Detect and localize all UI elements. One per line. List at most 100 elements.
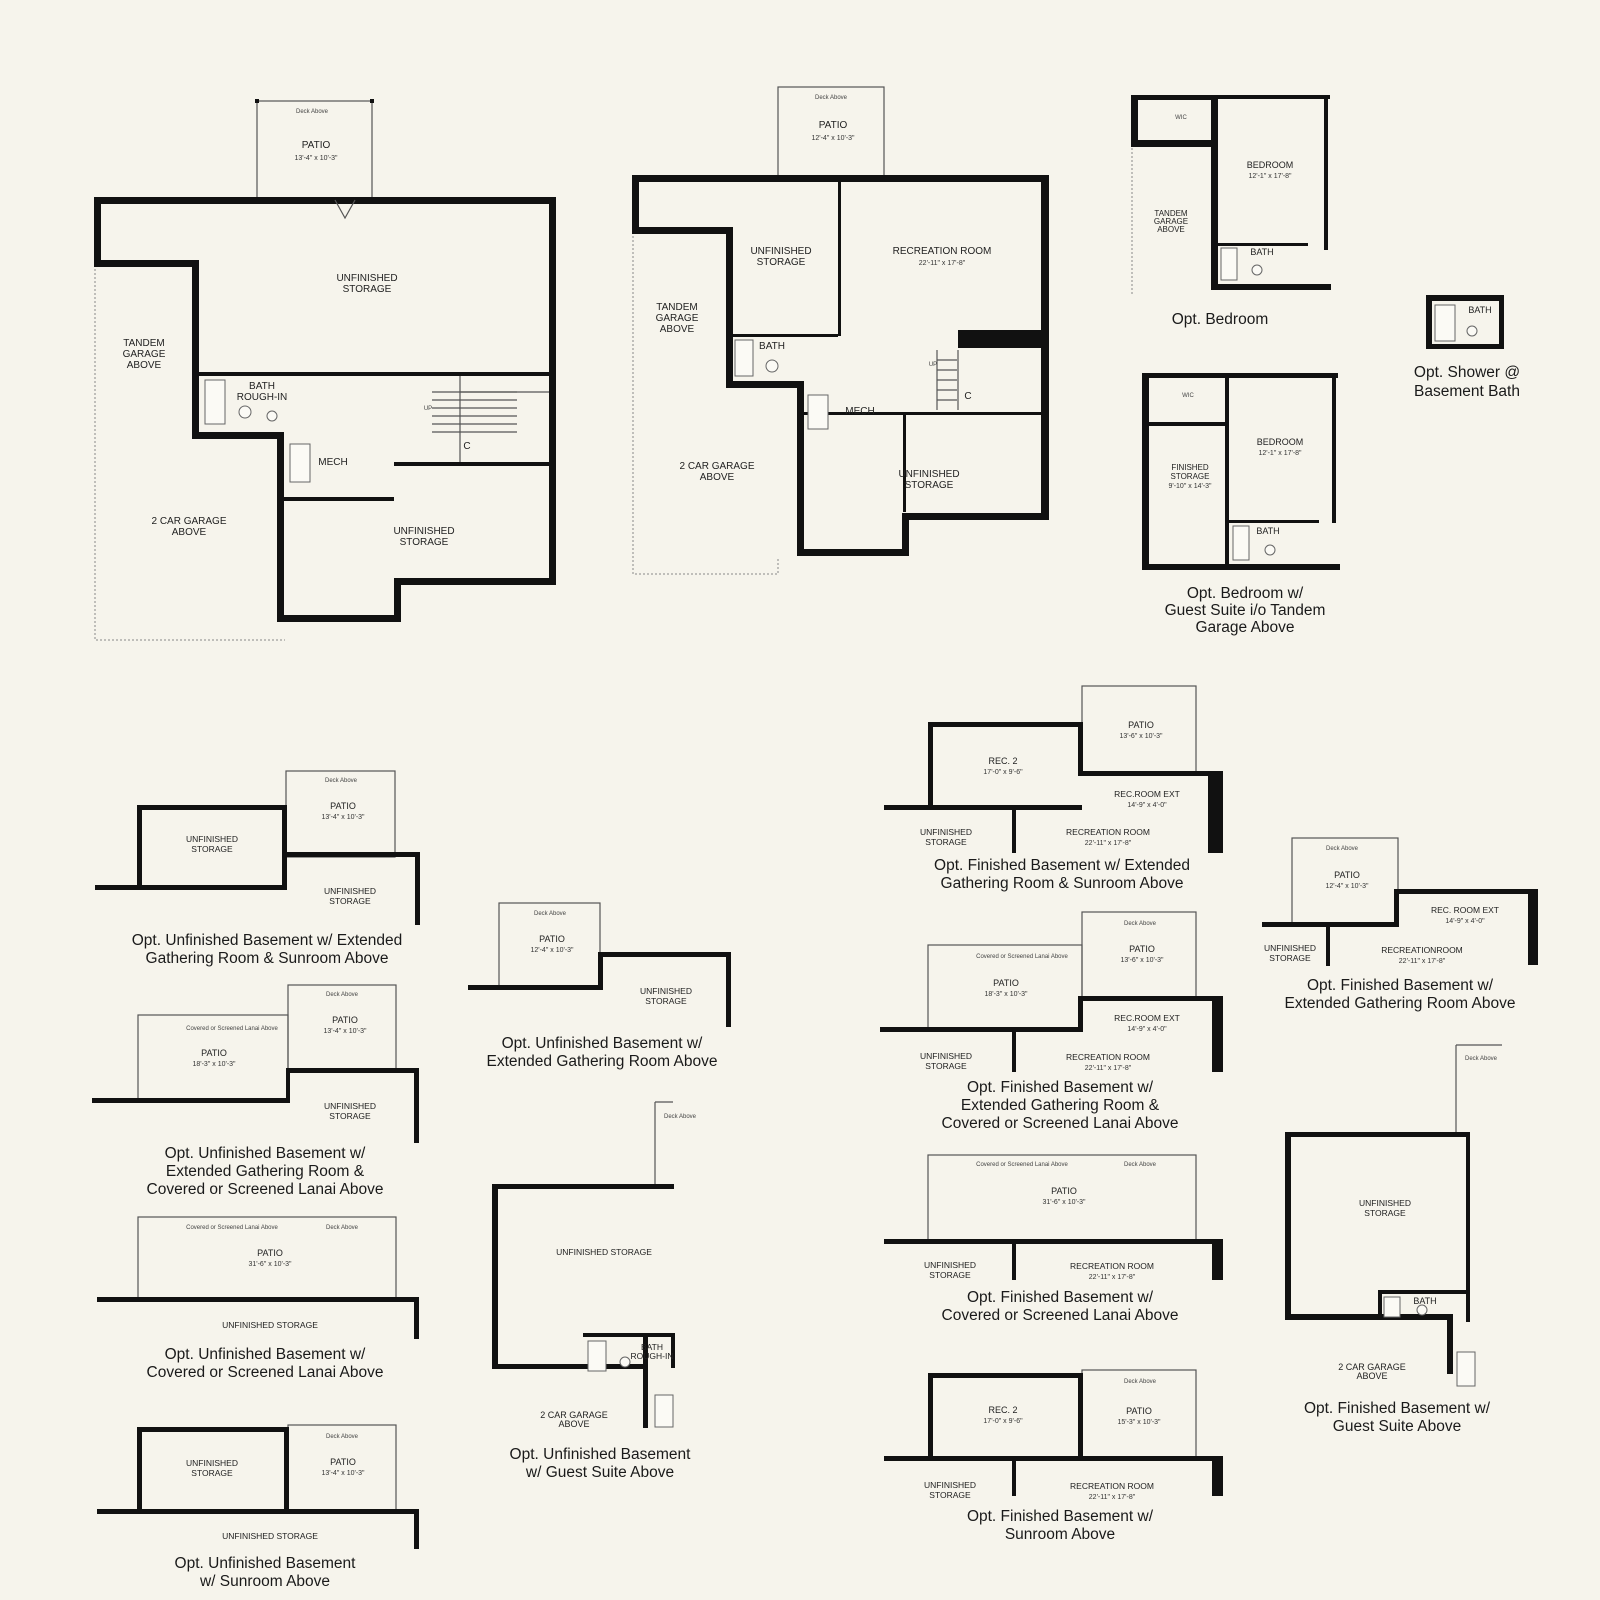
recreation-room-label: RECREATION ROOM [1066, 1052, 1150, 1062]
tandem-garage-label: ABOVE [127, 360, 162, 371]
caption-unf-ext-lanai: Opt. Unfinished Basement w/ [165, 1145, 366, 1162]
caption-opt-bedroom-suite: Guest Suite i/o Tandem [1165, 602, 1326, 619]
tandem-garage-label: GARAGE [656, 313, 699, 324]
caption-unf-lanai: Covered or Screened Lanai Above [147, 1364, 384, 1381]
storage-label: UNFINISHED [324, 1101, 376, 1111]
deck-above-label: Deck Above [534, 911, 567, 917]
storage-label: STORAGE [757, 257, 806, 268]
deck-above-label: Deck Above [326, 1225, 359, 1231]
storage-label: UNFINISHED STORAGE [222, 1320, 318, 1330]
patio-dimensions: 13'-6" x 10'-3" [1119, 733, 1163, 740]
storage-label: UNFINISHED STORAGE [556, 1247, 652, 1257]
bedroom-label: BEDROOM [1257, 437, 1304, 447]
storage-label: UNFINISHED [186, 834, 238, 844]
deck-above-label: Deck Above [1465, 1056, 1498, 1062]
patio-dimensions: 31'-6" x 10'-3" [1042, 1199, 1086, 1206]
deck-above-label: Deck Above [664, 1114, 697, 1120]
tandem-garage-label: ABOVE [1157, 225, 1185, 234]
tandem-garage-label: TANDEM [656, 302, 697, 313]
storage-label: STORAGE [929, 1490, 971, 1500]
rec-ext-dimensions: 14'-9" x 4'-0" [1127, 1026, 1167, 1033]
recreation-room-label: RECREATION ROOM [1066, 827, 1150, 837]
patio-dimensions: 13'-4" x 10'-3" [321, 814, 365, 821]
lanai-label: Covered or Screened Lanai Above [186, 1026, 278, 1032]
rec2-label: REC. 2 [988, 1405, 1017, 1415]
recreation-room-dimensions: 22'-11" x 17'-8" [1085, 840, 1132, 847]
rec-ext-label: REC. ROOM EXT [1431, 905, 1499, 915]
bath-label: ROUGH-IN [237, 392, 288, 403]
caption-fin-ext-sunroom: Gathering Room & Sunroom Above [941, 875, 1184, 892]
mech-label: MECH [845, 406, 874, 417]
finished-storage-label: STORAGE [1171, 472, 1210, 481]
patio-label: PATIO [257, 1248, 283, 1258]
patio-label: PATIO [330, 801, 356, 811]
patio-dimensions: 18'-3" x 10'-3" [192, 1061, 236, 1068]
storage-label: STORAGE [1364, 1208, 1406, 1218]
caption-unf-ext-sunroom: Opt. Unfinished Basement w/ Extended [132, 932, 403, 949]
deck-above-label: Deck Above [325, 778, 358, 784]
patio-dimensions: 15'-3" x 10'-3" [1117, 1419, 1161, 1426]
stair-up-label: UP [929, 362, 937, 368]
garage-label: ABOVE [558, 1419, 589, 1429]
caption-fin-sunroom: Opt. Finished Basement w/ [967, 1508, 1154, 1525]
caption-unf-guest-suite: w/ Guest Suite Above [525, 1464, 674, 1481]
storage-label: STORAGE [329, 896, 371, 906]
caption-unf-ext-lanai: Covered or Screened Lanai Above [147, 1181, 384, 1198]
deck-above-label: Deck Above [815, 95, 848, 101]
storage-label: STORAGE [929, 1270, 971, 1280]
unfinished-ext-lanai-plan: Covered or Screened Lanai Above Deck Abo… [92, 984, 419, 1198]
garage-label: 2 CAR GARAGE [1338, 1362, 1406, 1372]
caption-unf-guest-suite: Opt. Unfinished Basement [510, 1446, 692, 1463]
rec-ext-dimensions: 14'-9" x 4'-0" [1127, 802, 1167, 809]
caption-fin-ext-sunroom: Opt. Finished Basement w/ Extended [934, 857, 1190, 874]
caption-unf-sunroom: Opt. Unfinished Basement [175, 1555, 357, 1572]
opt-bedroom-guest-suite-plan: WIC FINISHED STORAGE 9'-10" x 14'-3" BED… [1142, 373, 1340, 636]
tandem-garage-label: ABOVE [660, 324, 695, 335]
caption-opt-bedroom: Opt. Bedroom [1172, 311, 1269, 328]
storage-label: STORAGE [1269, 953, 1311, 963]
deck-above-label: Deck Above [1124, 1379, 1157, 1385]
finished-storage-dimensions: 9'-10" x 14'-3" [1168, 483, 1212, 490]
patio-dimensions: 31'-6" x 10'-3" [248, 1261, 292, 1268]
storage-label: UNFINISHED [924, 1260, 976, 1270]
caption-unf-ext-sunroom: Gathering Room & Sunroom Above [146, 950, 389, 967]
patio-label: PATIO [302, 140, 331, 151]
garage-label: ABOVE [172, 527, 207, 538]
storage-label: STORAGE [645, 996, 687, 1006]
garage-label: 2 CAR GARAGE [679, 461, 754, 472]
closet-label: C [964, 391, 971, 402]
wic-label: WIC [1175, 115, 1187, 121]
storage-label: UNFINISHED [924, 1480, 976, 1490]
storage-label: UNFINISHED [920, 827, 972, 837]
bedroom-dimensions: 12'-1" x 17'-8" [1248, 173, 1292, 180]
finished-ext-gathering-plan: Deck Above PATIO 12'-4" x 10'-3" REC. RO… [1262, 837, 1538, 1012]
recreation-room-label: RECREATION ROOM [1070, 1261, 1154, 1271]
storage-label: STORAGE [400, 537, 449, 548]
bedroom-dimensions: 12'-1" x 17'-8" [1258, 450, 1302, 457]
storage-label: STORAGE [191, 1468, 233, 1478]
bath-label: BATH [759, 341, 785, 352]
garage-label: ABOVE [1356, 1371, 1387, 1381]
deck-above-label: Deck Above [326, 1434, 359, 1440]
storage-label: UNFINISHED [336, 273, 397, 284]
garage-label: 2 CAR GARAGE [151, 516, 226, 527]
storage-label: UNFINISHED STORAGE [222, 1531, 318, 1541]
bath-label: BATH [1468, 305, 1491, 315]
bath-label: BATH [1256, 526, 1279, 536]
patio-label: PATIO [1129, 944, 1155, 954]
rec2-dimensions: 17'-0" x 9'-6" [983, 1418, 1023, 1425]
patio-label: PATIO [201, 1048, 227, 1058]
caption-opt-bedroom-suite: Garage Above [1195, 619, 1294, 636]
finished-sunroom-plan: Deck Above REC. 2 17'-0" x 9'-6" PATIO 1… [884, 1369, 1223, 1543]
patio-dimensions: 13'-4" x 10'-3" [294, 155, 338, 162]
unfinished-sunroom-plan: Deck Above UNFINISHED STORAGE PATIO 13'-… [97, 1424, 419, 1590]
storage-label: UNFINISHED [186, 1458, 238, 1468]
recreation-room-dimensions: 22'-11" x 17'-8" [919, 260, 966, 267]
unfinished-lanai-plan: Covered or Screened Lanai Above Deck Abo… [97, 1216, 419, 1381]
caption-unf-sunroom: w/ Sunroom Above [199, 1573, 330, 1590]
deck-above-label: Deck Above [1326, 846, 1359, 852]
patio-dimensions: 12'-4" x 10'-3" [1325, 883, 1369, 890]
rec-ext-label: REC.ROOM EXT [1114, 789, 1180, 799]
tandem-garage-label: GARAGE [123, 349, 166, 360]
lanai-label: Covered or Screened Lanai Above [186, 1225, 278, 1231]
